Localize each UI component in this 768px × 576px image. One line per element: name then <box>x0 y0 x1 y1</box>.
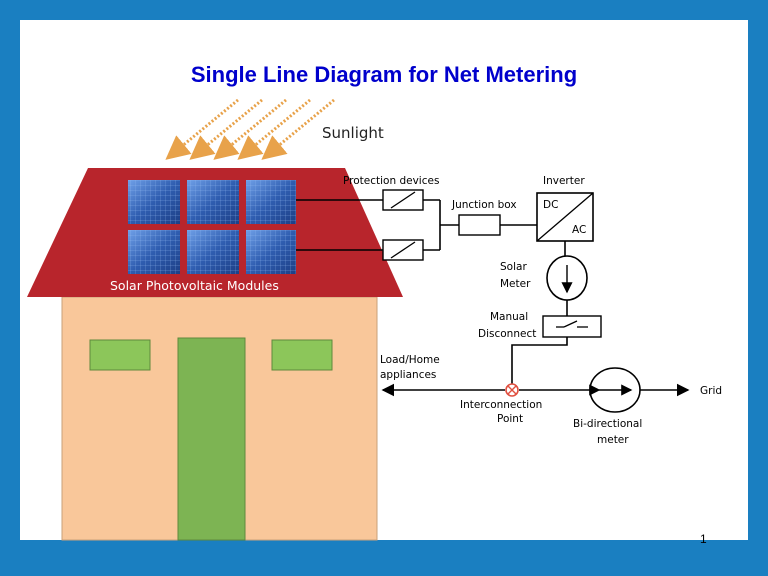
solar-panel <box>128 180 180 224</box>
sun-ray-2 <box>189 98 263 160</box>
sunlight-label: Sunlight <box>322 124 384 142</box>
bidirectional-label-1: Bi-directional <box>573 418 642 430</box>
page-number: 1 <box>700 532 707 546</box>
solar-panel <box>246 180 296 224</box>
solar-meter-label-2: Meter <box>500 278 531 290</box>
door <box>177 337 246 541</box>
combiner-wiring <box>423 199 537 251</box>
manual-disconnect-label-1: Manual <box>490 311 528 323</box>
pv-modules-label: Solar Photovoltaic Modules <box>110 278 279 293</box>
load-home-label-2: appliances <box>380 369 436 381</box>
sun-ray-5 <box>261 98 335 160</box>
manual-disconnect-label-2: Disconnect <box>478 328 536 340</box>
protection-device-lower <box>382 239 424 261</box>
sun-ray-1 <box>165 98 239 160</box>
load-home-label-1: Load/Home <box>380 354 440 366</box>
sunlight-arrows <box>165 98 335 160</box>
bidirectional-label-2: meter <box>597 434 629 446</box>
protection-device-upper <box>382 189 424 211</box>
inverter-label: Inverter <box>543 175 585 187</box>
sun-ray-3 <box>213 98 287 160</box>
junction-box <box>458 214 501 236</box>
solar-meter <box>546 255 588 301</box>
slide-title: Single Line Diagram for Net Metering <box>190 62 578 87</box>
window-left <box>89 339 151 371</box>
solar-panel <box>246 230 296 274</box>
bidirectional-meter <box>589 367 641 413</box>
solar-panel <box>187 180 239 224</box>
interconnection-label-2: Point <box>497 413 523 425</box>
junction-box-label: Junction box <box>451 199 517 211</box>
inverter-ac-label: AC <box>572 224 586 236</box>
inverter: DC AC <box>536 192 594 242</box>
grid-label: Grid <box>700 385 722 397</box>
protection-devices-label: Protection devices <box>343 175 439 187</box>
pv-wiring <box>296 199 383 251</box>
wire-disconnect-interconnect <box>511 337 568 384</box>
interconnection-label-1: Interconnection <box>460 399 542 411</box>
inverter-dc-label: DC <box>543 199 558 211</box>
solar-panel-array <box>128 180 296 274</box>
solar-meter-label-1: Solar <box>500 261 527 273</box>
solar-panel <box>187 230 239 274</box>
solar-panel <box>128 230 180 274</box>
sun-ray-4 <box>237 98 311 160</box>
manual-disconnect-switch <box>542 315 602 338</box>
window-right <box>271 339 333 371</box>
interconnection-point <box>505 383 519 397</box>
